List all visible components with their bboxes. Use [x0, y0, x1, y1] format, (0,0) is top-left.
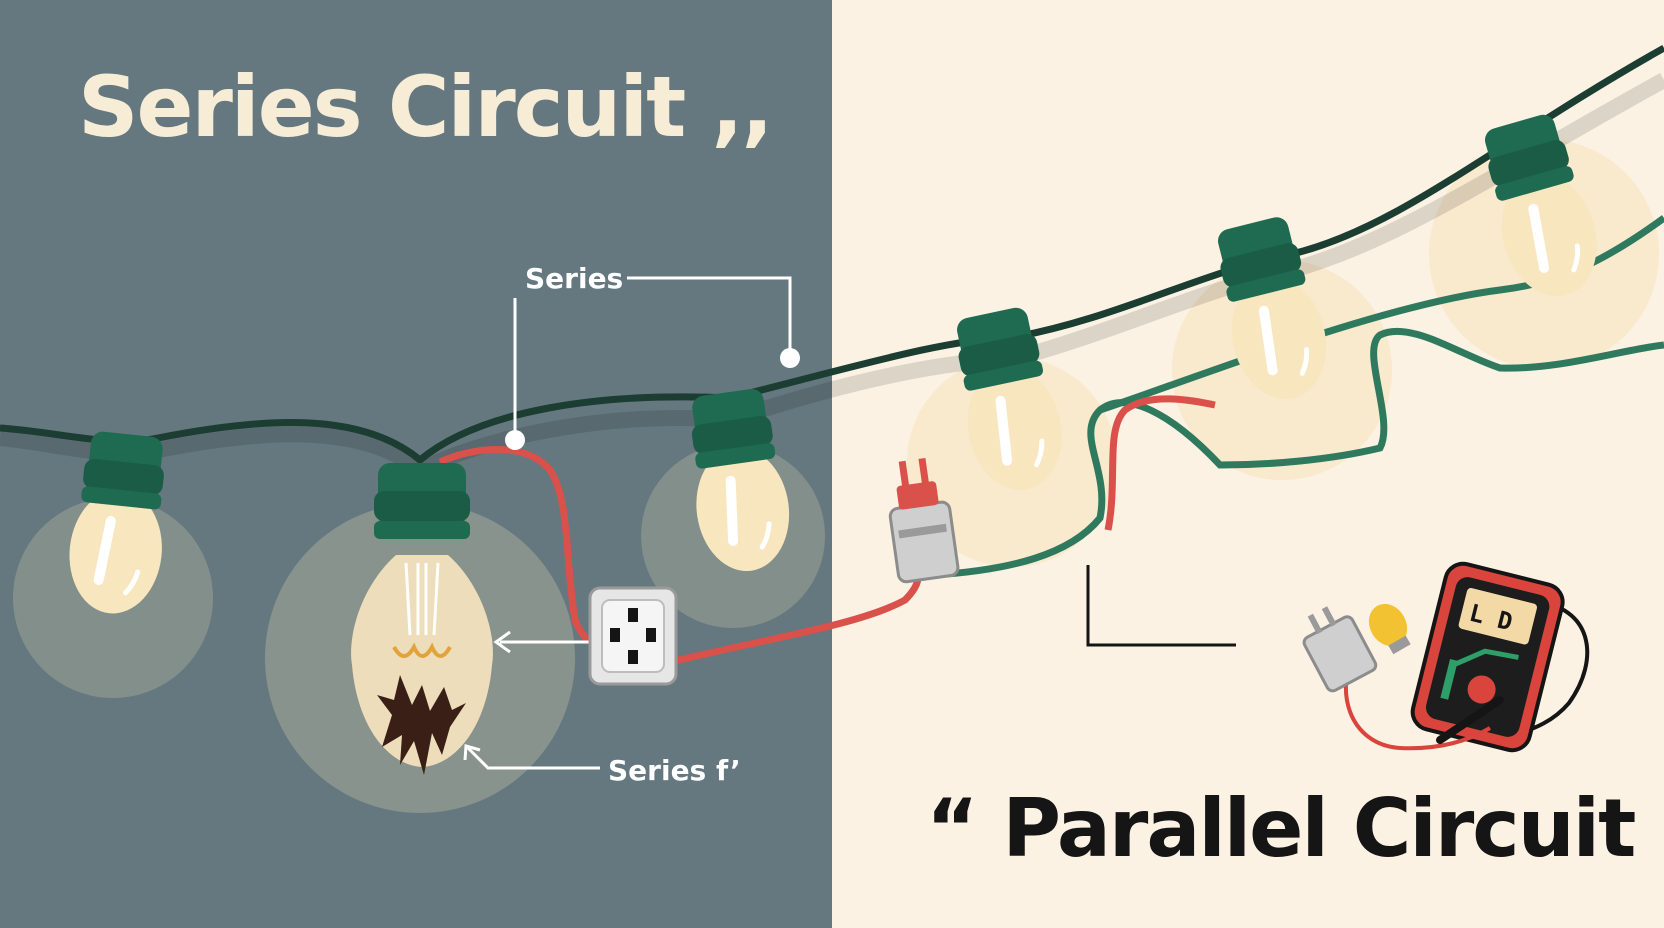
series-failed-callout-label: Series f’ — [608, 754, 741, 787]
multimeter-icon: L D — [1410, 561, 1590, 753]
parallel-circuit-title: “ Parallel Circuit ” — [926, 782, 1664, 875]
wall-outlet-icon — [588, 586, 678, 686]
connection-dot — [505, 430, 525, 450]
leader-arrowheads — [463, 630, 511, 761]
wire-shadows — [0, 72, 1664, 480]
red-wire-branch — [1104, 395, 1216, 531]
connection-dot — [780, 348, 800, 368]
series-main-wire — [0, 44, 1664, 465]
meter-probe-black — [1436, 696, 1504, 744]
light-bulb-icon — [1368, 603, 1411, 655]
plug-icon — [888, 457, 960, 584]
parallel-leader — [1086, 565, 1236, 647]
plug-icon — [1302, 606, 1378, 693]
leader-lines — [466, 276, 792, 770]
series-circuit-title: Series Circuit ,, — [78, 58, 773, 156]
series-callout-label: Series — [525, 262, 624, 295]
burnt-bulb-icon — [351, 463, 493, 775]
parallel-wire — [933, 327, 1664, 579]
parallel-wire-top — [1098, 215, 1664, 414]
